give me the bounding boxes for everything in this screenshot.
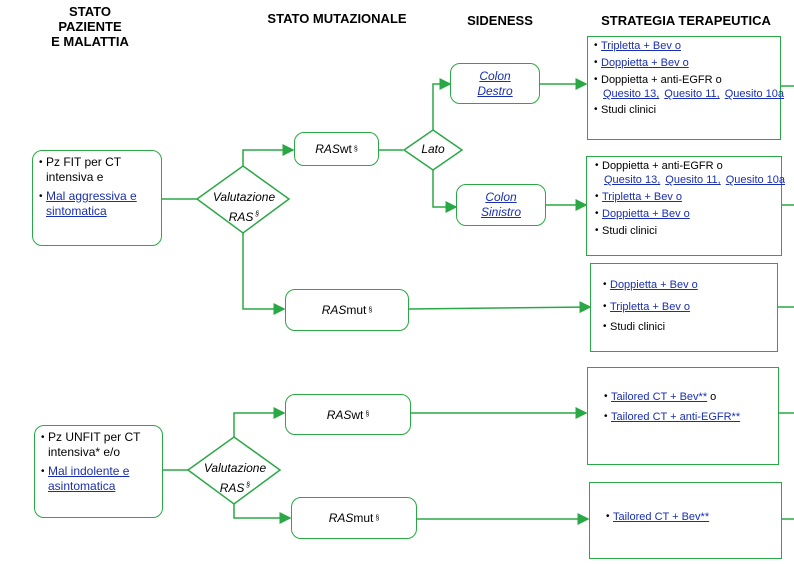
node-ras-mut-2: RAS mut§	[291, 497, 417, 539]
text-studi-clinici-destro: Studi clinici	[601, 104, 657, 116]
decision-val1-diamond	[195, 165, 291, 234]
link-tripletta-bev-mut1[interactable]: Tripletta + Bev o	[610, 301, 690, 313]
colon-sinistro-line1[interactable]: Colon	[485, 190, 517, 204]
decision-lato-diamond	[402, 129, 464, 171]
therapy-destro-item: • Doppietta + anti-EGFR o Quesito 13,Que…	[594, 74, 785, 100]
val2-line2: RAS	[219, 481, 245, 495]
val1-sup: §	[255, 211, 260, 218]
link-mal-aggressiva[interactable]: Mal aggressiva e sintomatica	[46, 189, 137, 218]
patient-fit-box: •Pz FIT per CT intensiva e •Mal aggressi…	[32, 150, 162, 246]
patient-fit-line1: Pz FIT per CT intensiva e	[46, 155, 121, 184]
therapy-destro-box: •Tripletta + Bev o •Doppietta + Bev o • …	[587, 36, 785, 140]
link-tailored-anti-egfr[interactable]: Tailored CT + anti-EGFR**	[611, 411, 741, 423]
val1-line2: RAS	[228, 210, 254, 224]
colon-destro-line2[interactable]: Destro	[477, 83, 513, 98]
therapy-sinistro-item: • Doppietta + Bev o	[595, 208, 690, 220]
therapy-mut1-box: •Doppietta + Bev o •Tripletta + Bev o •S…	[590, 263, 778, 352]
colon-sinistro-line2[interactable]: Sinistro	[480, 205, 521, 219]
ras-wt-2-sup: §	[365, 411, 370, 418]
decision-val2-diamond	[186, 436, 282, 505]
therapy-destro-item: •Doppietta + Bev o	[594, 57, 689, 69]
header-strategia-terapeutica: STRATEGIA TERAPEUTICA	[601, 13, 771, 28]
connector-val1-to-raswt	[242, 144, 295, 166]
connector-rasmut1-to-therapy	[408, 301, 592, 314]
link-quesito-11[interactable]: Quesito 11,	[665, 174, 721, 186]
ras-mut-1-sup: §	[368, 306, 373, 314]
therapy-wt2-item: •Tailored CT + Bev** o	[604, 391, 717, 403]
therapy-sinistro-item: •Tripletta + Bev o	[595, 191, 682, 203]
ras-wt-1-rest: wt	[339, 142, 352, 156]
decision-val2-label: Valutazione RAS§	[194, 460, 276, 497]
node-ras-mut-1: RAS mut§	[285, 289, 409, 331]
patient-unfit-line1: Pz UNFIT per CT intensiva* e/o	[48, 430, 141, 459]
decision-val1-label: Valutazione RAS§	[203, 189, 285, 226]
header-stato-mutazionale: STATO MUTAZIONALE	[267, 11, 407, 26]
connector-lato-to-sinistro	[432, 170, 458, 213]
ras-mut-2-rest: mut	[353, 511, 374, 525]
link-quesito-13[interactable]: Quesito 13,	[603, 88, 660, 100]
text-or: o	[707, 391, 717, 403]
text-studi-clinici-sinistro: Studi clinici	[602, 225, 658, 237]
val2-line1: Valutazione	[203, 461, 267, 475]
node-colon-destro[interactable]: Colon Destro	[450, 63, 540, 104]
node-ras-wt-1: RAS wt§	[294, 132, 379, 166]
link-tailored-bev-wt2[interactable]: Tailored CT + Bev**	[611, 391, 708, 403]
text-doppietta-anti-egfr-sinistro: Doppietta + anti-EGFR o	[602, 160, 723, 172]
patient-unfit-box: •Pz UNFIT per CT intensiva* e/o •Mal ind…	[34, 425, 163, 518]
ras-mut-2-italic: RAS	[328, 511, 354, 525]
header-sideness: SIDENESS	[467, 13, 533, 28]
link-tripletta-bev-sinistro[interactable]: Tripletta + Bev o	[602, 191, 682, 203]
text-doppietta-anti-egfr-destro: Doppietta + anti-EGFR o	[601, 74, 722, 86]
link-quesito-10a[interactable]: Quesito 10a	[725, 174, 786, 186]
node-colon-sinistro[interactable]: Colon Sinistro	[456, 184, 546, 226]
val1-line1: Valutazione	[212, 190, 276, 204]
header-stato-paziente: STATO PAZIENTE E MALATTIA	[51, 4, 129, 49]
patient-fit-item-1: •Pz FIT per CT intensiva e	[39, 155, 155, 185]
decision-lato-label: Lato	[421, 142, 445, 156]
link-quesito-13[interactable]: Quesito 13,	[604, 174, 661, 186]
therapy-mut1-item: •Studi clinici	[603, 321, 666, 333]
ras-mut-2-sup: §	[375, 514, 380, 522]
ras-mut-1-rest: mut	[346, 303, 367, 317]
link-tripletta-bev-destro[interactable]: Tripletta + Bev o	[601, 40, 681, 52]
connector-lato-to-destro	[432, 78, 452, 130]
therapy-wt2-box: •Tailored CT + Bev** o •Tailored CT + an…	[587, 367, 779, 465]
therapy-mut1-item: •Doppietta + Bev o	[603, 279, 698, 291]
colon-destro-line1[interactable]: Colon	[479, 68, 511, 83]
link-doppietta-bev-mut1[interactable]: Doppietta + Bev o	[610, 279, 698, 291]
link-doppietta-bev-destro[interactable]: Doppietta + Bev o	[601, 57, 689, 69]
connector-val1-to-rasmut	[242, 233, 286, 315]
node-ras-wt-2: RAS wt§	[285, 394, 411, 435]
connector-val2-to-rasmut2	[233, 504, 292, 524]
patient-fit-item-2: •Mal aggressiva e sintomatica	[39, 189, 155, 219]
therapy-mut2-item: •Tailored CT + Bev**	[606, 511, 710, 523]
therapy-destro-item: •Tripletta + Bev o	[594, 40, 681, 52]
ras-mut-1-italic: RAS	[321, 303, 347, 317]
ras-wt-1-sup: §	[353, 145, 358, 153]
therapy-wt2-item: •Tailored CT + anti-EGFR**	[604, 411, 741, 423]
link-tailored-bev-mut2[interactable]: Tailored CT + Bev**	[613, 511, 710, 523]
therapy-sinistro-item: • Doppietta + anti-EGFR o Quesito 13,Que…	[595, 160, 786, 186]
link-doppietta-bev-sinistro[interactable]: Doppietta + Bev o	[602, 208, 690, 220]
val2-sup: §	[246, 482, 251, 489]
ras-wt-2-rest: wt	[351, 407, 364, 422]
therapy-mut1-item: •Tripletta + Bev o	[603, 301, 690, 313]
therapy-mut2-box: •Tailored CT + Bev**	[589, 482, 782, 559]
link-quesito-10a[interactable]: Quesito 10a	[724, 88, 785, 100]
ras-wt-2-italic: RAS	[326, 407, 352, 422]
connector-val2-to-raswt2	[233, 407, 286, 437]
therapy-destro-item: •Studi clinici	[594, 104, 657, 116]
therapy-sinistro-box: • Doppietta + anti-EGFR o Quesito 13,Que…	[586, 156, 786, 256]
ras-wt-1-italic: RAS	[315, 142, 340, 156]
link-mal-indolente[interactable]: Mal indolente e asintomatica	[48, 464, 130, 493]
link-quesito-11[interactable]: Quesito 11,	[664, 88, 720, 100]
patient-unfit-item-2: •Mal indolente e asintomatica	[41, 464, 156, 494]
therapy-sinistro-item: •Studi clinici	[595, 225, 658, 237]
text-studi-clinici-mut1: Studi clinici	[610, 321, 666, 333]
patient-unfit-item-1: •Pz UNFIT per CT intensiva* e/o	[41, 430, 156, 460]
